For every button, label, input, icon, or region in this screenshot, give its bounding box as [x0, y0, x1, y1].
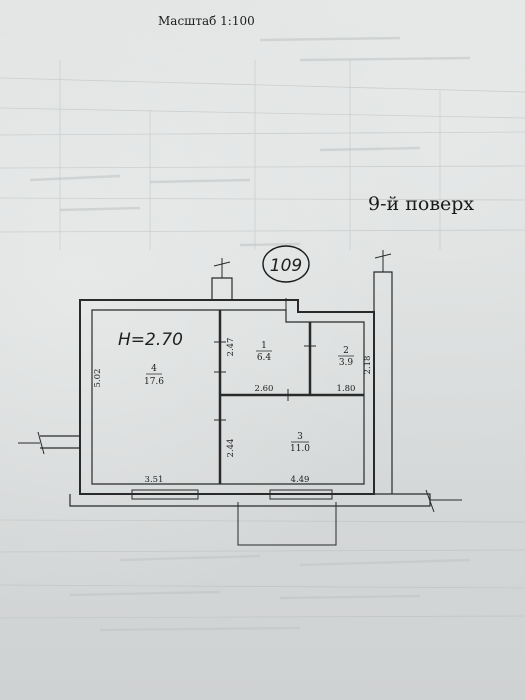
- dim-bottom-left: 3.51: [145, 475, 164, 485]
- wall-stub-left: [40, 435, 81, 449]
- dim-bottom-right: 4.49: [291, 475, 310, 485]
- dim-room2-height: 2.18: [363, 356, 373, 375]
- wall-stub-bottom: [69, 493, 431, 507]
- break-line-top-right: [374, 250, 392, 272]
- dim-room3-height: 2.44: [226, 439, 236, 458]
- apartment-circle: [262, 245, 310, 283]
- break-line-top-left: [213, 258, 231, 278]
- room-3-number: 3: [297, 432, 303, 442]
- balcony: [237, 502, 337, 546]
- room-2-number: 2: [343, 346, 349, 356]
- room-1-area: 6.4: [257, 353, 272, 363]
- room-1-number: 1: [261, 341, 267, 351]
- apartment-number: 109: [270, 256, 302, 276]
- dim-room1-width: 2.60: [255, 384, 274, 394]
- dim-room2-width: 1.80: [337, 384, 356, 394]
- room-2-area: 3.9: [339, 358, 354, 368]
- wall-stub-top-left: [211, 277, 233, 300]
- outer-wall: [79, 299, 375, 495]
- scale-title: Масштаб 1:100: [158, 14, 255, 28]
- ceiling-height-note: H=2.70: [118, 330, 183, 350]
- window-bottom-left: [131, 489, 199, 500]
- break-line-left: [18, 431, 45, 455]
- wall-stub-top-right: [373, 271, 393, 494]
- window-bottom-right: [269, 489, 333, 500]
- floor-label: 9-й поверх: [368, 193, 475, 215]
- room-4-area: 17.6: [144, 377, 164, 387]
- break-line-bottom: [425, 489, 462, 513]
- dim-room1-height: 2.47: [226, 338, 236, 357]
- dim-left-height: 5.02: [93, 369, 103, 388]
- room-4-number: 4: [151, 364, 157, 374]
- room-3-area: 11.0: [290, 444, 310, 454]
